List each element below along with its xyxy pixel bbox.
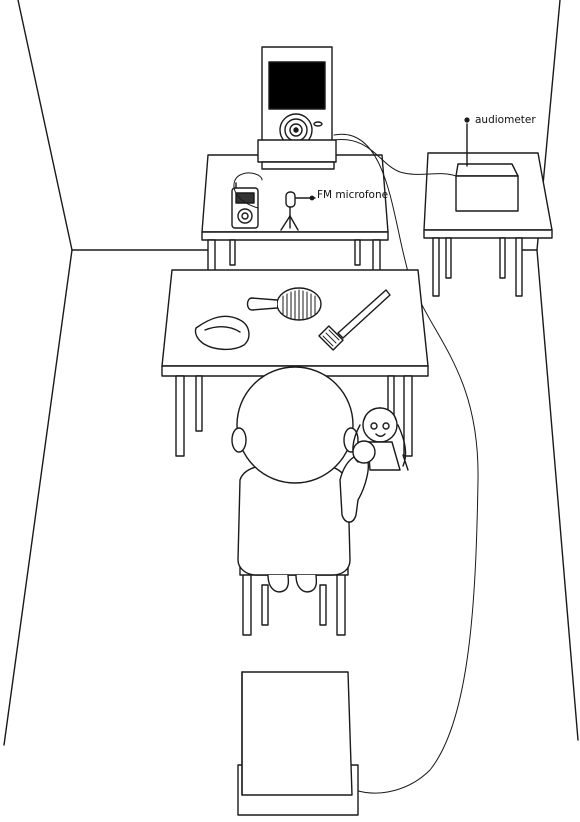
fm-receiver	[232, 183, 258, 228]
audiometer-label-dot	[464, 117, 469, 122]
back-table	[202, 155, 388, 272]
child	[232, 367, 368, 592]
fm-microphone-label: FM microfone	[317, 190, 388, 201]
doll	[353, 408, 408, 470]
front-speaker	[258, 47, 336, 169]
rear-speaker	[238, 672, 358, 815]
fm-label-dot	[310, 196, 315, 201]
audiometer-device	[456, 124, 518, 211]
audiometer-label: audiometer	[475, 115, 536, 126]
